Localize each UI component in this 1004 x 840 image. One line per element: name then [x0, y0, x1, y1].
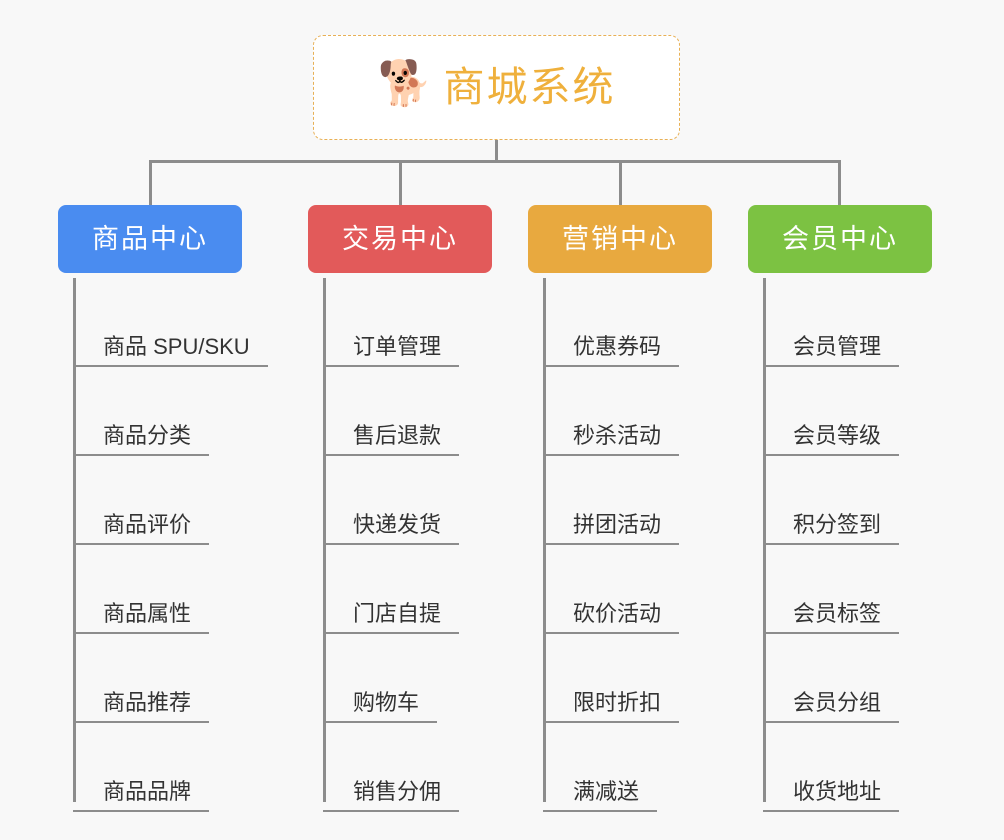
leaf-item-underline: 销售分佣: [323, 779, 460, 812]
leaf-item-label: 优惠券码: [573, 334, 662, 359]
category-label: 商品中心: [92, 223, 208, 254]
leaf-item-label: 会员分组: [793, 690, 882, 715]
leaf-item-label: 秒杀活动: [573, 423, 662, 448]
leaf-item-label: 会员管理: [793, 334, 882, 359]
shiba-dog-face-icon: 🐕: [377, 58, 433, 108]
leaf-column-marketing-center: 优惠券码 秒杀活动 拼团活动 砍价活动 限时折扣 满减送: [543, 278, 773, 812]
root-node-title: 商城系统: [443, 64, 616, 110]
connector-column-spine: [323, 278, 326, 802]
leaf-item-underline: 购物车: [323, 690, 438, 723]
leaf-item-label: 满减送: [573, 779, 640, 804]
leaf-item-underline: 会员等级: [763, 423, 900, 456]
leaf-item-label: 砍价活动: [573, 601, 662, 626]
leaf-item-label: 拼团活动: [573, 512, 662, 537]
category-box-product-center[interactable]: 商品中心: [58, 205, 242, 273]
leaf-item-label: 商品 SPU/SKU: [103, 334, 250, 359]
leaf-item-underline: 满减送: [543, 779, 658, 812]
leaf-item-label: 商品品牌: [103, 779, 192, 804]
leaf-item-underline: 商品 SPU/SKU: [73, 336, 268, 367]
leaf-item-underline: 商品分类: [73, 423, 210, 456]
leaf-item-label: 订单管理: [353, 334, 442, 359]
connector-horizontal-bar: [150, 160, 840, 163]
leaf-item-label: 收货地址: [793, 779, 882, 804]
leaf-item-underline: 会员分组: [763, 690, 900, 723]
leaf-item-underline: 商品属性: [73, 601, 210, 634]
connector-column-spine: [543, 278, 546, 802]
leaf-item-underline: 积分签到: [763, 512, 900, 545]
leaf-item-underline: 快递发货: [323, 512, 460, 545]
category-box-marketing-center[interactable]: 营销中心: [528, 205, 712, 273]
leaf-item-label: 商品评价: [103, 512, 192, 537]
leaf-item-underline: 商品评价: [73, 512, 210, 545]
leaf-item-underline: 门店自提: [323, 601, 460, 634]
leaf-item-underline: 秒杀活动: [543, 423, 680, 456]
leaf-item-label: 会员标签: [793, 601, 882, 626]
connector-drop-category-4: [838, 160, 841, 205]
leaf-item-underline: 限时折扣: [543, 690, 680, 723]
leaf-item-underline: 砍价活动: [543, 601, 680, 634]
connector-column-spine: [763, 278, 766, 802]
leaf-item-label: 快递发货: [353, 512, 442, 537]
leaf-item-underline: 商品推荐: [73, 690, 210, 723]
leaf-item-underline: 售后退款: [323, 423, 460, 456]
connector-drop-category-3: [619, 160, 622, 205]
category-box-member-center[interactable]: 会员中心: [748, 205, 932, 273]
leaf-item-label: 积分签到: [793, 512, 882, 537]
root-node-mall-system[interactable]: 🐕 商城系统: [313, 35, 680, 140]
connector-column-spine: [73, 278, 76, 802]
leaf-item-underline: 商品品牌: [73, 779, 210, 812]
leaf-item-label: 会员等级: [793, 423, 882, 448]
leaf-item-underline: 优惠券码: [543, 334, 680, 367]
connector-root-stem: [495, 140, 498, 162]
leaf-column-product-center: 商品 SPU/SKU 商品分类 商品评价 商品属性 商品推荐 商品品牌: [73, 278, 303, 812]
leaf-item-label: 商品属性: [103, 601, 192, 626]
leaf-item-label: 限时折扣: [573, 690, 662, 715]
leaf-item-underline: 拼团活动: [543, 512, 680, 545]
leaf-item-underline: 会员管理: [763, 334, 900, 367]
leaf-item-underline: 收货地址: [763, 779, 900, 812]
leaf-item-label: 销售分佣: [353, 779, 442, 804]
leaf-item-label: 门店自提: [353, 601, 442, 626]
leaf-column-member-center: 会员管理 会员等级 积分签到 会员标签 会员分组 收货地址: [763, 278, 993, 812]
leaf-item-label: 商品分类: [103, 423, 192, 448]
connector-drop-category-2: [399, 160, 402, 205]
leaf-item-label: 购物车: [353, 690, 420, 715]
connector-drop-category-1: [149, 160, 152, 205]
category-box-trade-center[interactable]: 交易中心: [308, 205, 492, 273]
leaf-item-label: 商品推荐: [103, 690, 192, 715]
leaf-item-label: 售后退款: [353, 423, 442, 448]
leaf-item-underline: 会员标签: [763, 601, 900, 634]
category-label: 交易中心: [342, 223, 458, 254]
leaf-item-underline: 订单管理: [323, 334, 460, 367]
leaf-column-trade-center: 订单管理 售后退款 快递发货 门店自提 购物车 销售分佣: [323, 278, 553, 812]
category-label: 营销中心: [562, 223, 678, 254]
category-label: 会员中心: [782, 223, 898, 254]
